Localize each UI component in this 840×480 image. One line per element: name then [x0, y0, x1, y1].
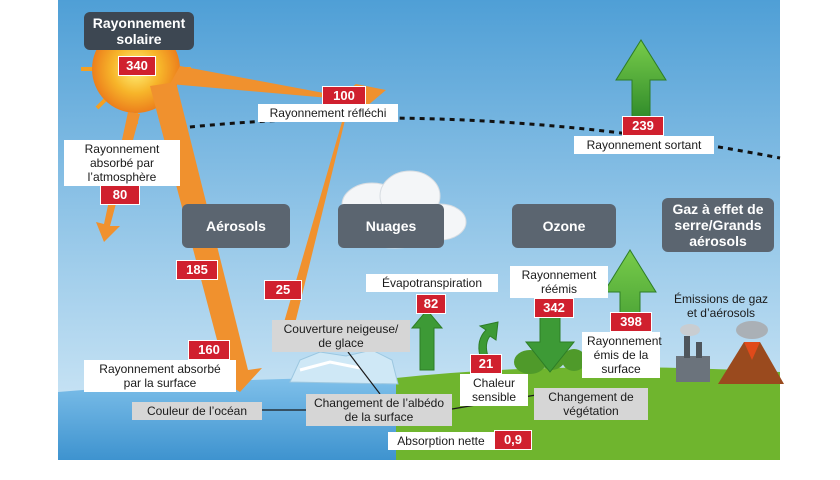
reflection-path-arrow [170, 66, 386, 112]
outgoing-value: 239 [622, 116, 664, 136]
reemitted-label: Rayonnement réémis [510, 266, 608, 298]
ozone-box: Ozone [512, 204, 616, 248]
surface-emitted-value: 398 [610, 312, 652, 332]
sensible-heat-value: 21 [470, 354, 502, 374]
snow-cover-label: Couverture neigeuse/ de glace [272, 320, 410, 352]
reflected-label: Rayonnement réfléchi [258, 104, 398, 122]
net-absorption-label: Absorption nette [388, 432, 494, 450]
ocean-color-label: Couleur de l’océan [132, 402, 262, 420]
emissions-label: Émissions de gaz et d’aérosols [673, 292, 769, 320]
albedo-change-label: Changement de l’albédo de la surface [306, 394, 452, 426]
absorbed-atmosphere-value: 80 [100, 185, 140, 205]
vegetation-change-label: Changement de végétation [534, 388, 648, 420]
surface-emitted-label: Rayonnement émis de la surface [582, 332, 662, 378]
absorbed-atmosphere-label: Rayonnement absorbé par l’atmosphère [64, 140, 180, 186]
reflected-value: 100 [322, 86, 366, 106]
reemitted-value: 342 [534, 298, 574, 318]
absorbed-surface-value: 160 [188, 340, 230, 360]
solar-radiation-value: 340 [118, 56, 156, 76]
value-25: 25 [264, 280, 302, 300]
evapotranspiration-arrow [410, 309, 444, 371]
outgoing-label: Rayonnement sortant [574, 136, 714, 154]
factory-icon [676, 324, 710, 382]
greenhouse-gas-box: Gaz à effet de serre/Grands aérosols [662, 198, 774, 252]
net-absorption-value: 0,9 [494, 430, 532, 450]
evapotranspiration-label: Évapotranspiration [366, 274, 498, 292]
solar-radiation-label: Rayonnement solaire [84, 12, 194, 50]
absorbed-surface-label: Rayonnement absorbé par la surface [84, 360, 236, 392]
evapotranspiration-value: 82 [416, 294, 446, 314]
volcano-icon [718, 321, 784, 384]
ice-icon [289, 349, 399, 385]
sensible-heat-label: Chaleur sensible [460, 374, 528, 406]
sensible-heat-arrow [478, 321, 499, 357]
clouds-box: Nuages [338, 204, 444, 248]
aerosols-box: Aérosols [182, 204, 290, 248]
value-185: 185 [176, 260, 218, 280]
outgoing-radiation-arrow [615, 39, 667, 121]
